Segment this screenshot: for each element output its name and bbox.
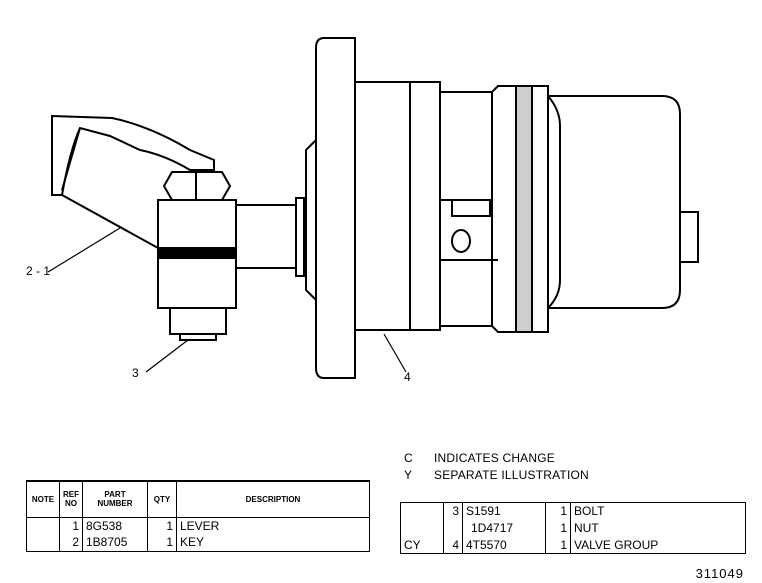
clamp-bolt: [157, 171, 237, 341]
lever-part: [51, 114, 215, 249]
callout-4: 4: [404, 370, 411, 384]
table-row: CY 4 4T5570 1 VALVE GROUP: [400, 536, 746, 554]
key-pin: [440, 199, 498, 261]
leader-lines: [47, 227, 407, 373]
valve-body: [354, 81, 441, 331]
callout-3: 3: [132, 366, 139, 380]
table-row: 1D4717 1 NUT: [400, 519, 746, 537]
qty-header: QTY: [147, 480, 177, 518]
callout-2-1: 2 - 1: [26, 264, 51, 278]
description-header: DESCRIPTION: [176, 480, 370, 518]
table-row: 1 8G538 1 LEVER: [26, 517, 370, 534]
table-row: 2 1B8705 1 KEY: [26, 534, 370, 552]
illustration-number: 311049: [695, 566, 744, 581]
table-row: 3 S1591 1 BOLT: [400, 502, 746, 520]
table-header: NOTE REF NO PART NUMBER QTY DESCRIPTION: [26, 480, 370, 518]
left-parts-table: NOTE REF NO PART NUMBER QTY DESCRIPTION …: [26, 480, 370, 552]
note-header: NOTE: [26, 480, 60, 518]
flange: [305, 37, 356, 379]
right-parts-table: 3 S1591 1 BOLT 1D4717 1 NUT CY 4 4T5570 …: [400, 502, 746, 554]
cylinder: [440, 85, 699, 333]
shaft: [236, 197, 305, 277]
ref-header: REF NO: [59, 480, 83, 518]
part-header: PART NUMBER: [82, 480, 148, 518]
